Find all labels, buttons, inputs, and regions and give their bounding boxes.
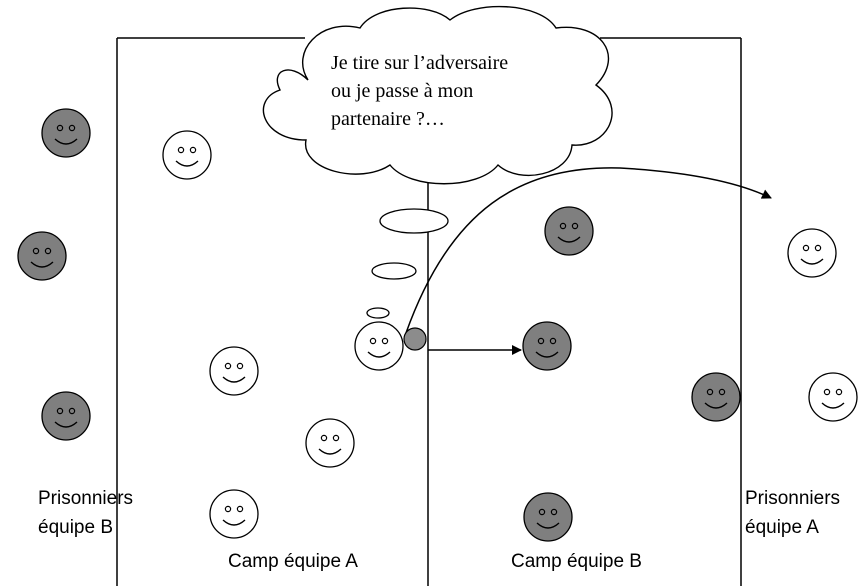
team-a-player-smiley-icon bbox=[209, 489, 259, 539]
thought-text-line-1: Je tire sur l’adversaire bbox=[331, 52, 508, 74]
thought-text-line-2: ou je passe à mon bbox=[331, 80, 473, 102]
team-b-player-smiley-icon bbox=[691, 372, 741, 422]
team-b-player-smiley-icon bbox=[544, 206, 594, 256]
team-a-prisoner-smiley-icon bbox=[808, 372, 858, 422]
prisoners-b-label-line-2: équipe B bbox=[38, 517, 113, 538]
team-a-player-smiley-icon bbox=[305, 418, 355, 468]
thought-bubble-small bbox=[366, 307, 390, 319]
prisoners-a-label-line-1: Prisonniers bbox=[745, 488, 840, 509]
team-a-player-smiley-icon bbox=[162, 130, 212, 180]
team-b-player-smiley-icon bbox=[523, 492, 573, 542]
thought-bubble-medium bbox=[371, 262, 417, 280]
court bbox=[116, 37, 742, 586]
prisoners-a-label-line-2: équipe A bbox=[745, 517, 819, 538]
ball-icon bbox=[403, 327, 427, 351]
team-a-ball-carrier-smiley-icon bbox=[354, 321, 404, 371]
prisoners-b-label-line-1: Prisonniers bbox=[38, 488, 133, 509]
team-b-prisoner-smiley-icon bbox=[17, 231, 67, 281]
team-b-prisoner-smiley-icon bbox=[41, 108, 91, 158]
lob-arrow bbox=[405, 167, 772, 334]
thought-cloud bbox=[262, 5, 613, 319]
camp-a-label: Camp équipe A bbox=[228, 551, 358, 572]
thought-bubble-large bbox=[379, 208, 449, 234]
team-a-prisoner-smiley-icon bbox=[787, 228, 837, 278]
thought-text-line-3: partenaire ?… bbox=[331, 108, 445, 130]
team-a-player-smiley-icon bbox=[209, 346, 259, 396]
camp-b-label: Camp équipe B bbox=[511, 551, 642, 572]
team-b-player-smiley-icon bbox=[522, 321, 572, 371]
team-b-prisoner-smiley-icon bbox=[41, 391, 91, 441]
